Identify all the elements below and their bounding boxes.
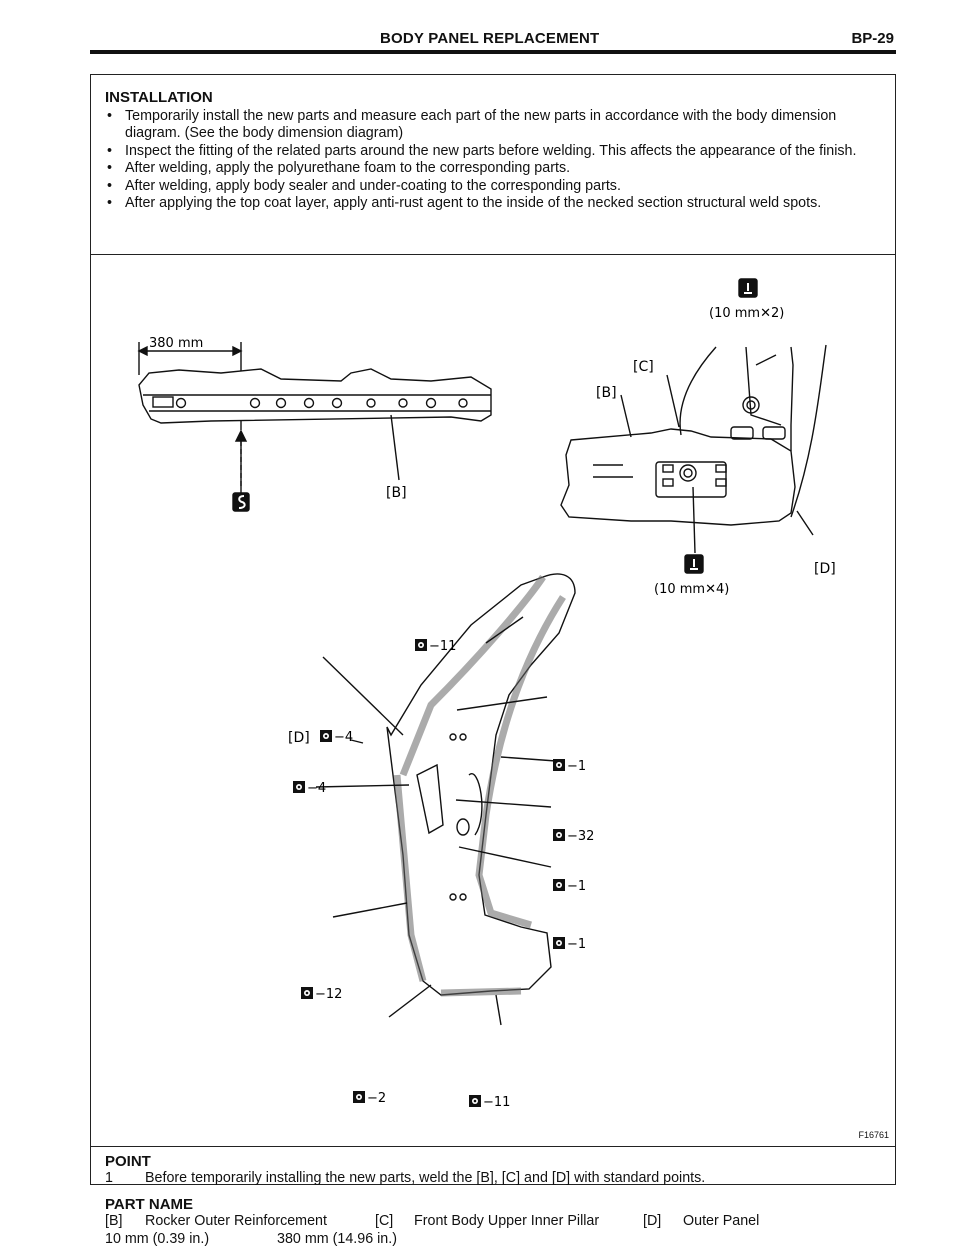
dimension-380-label: 380 mm <box>149 336 203 351</box>
part-name-c: Front Body Upper Inner Pillar <box>414 1213 600 1229</box>
part-name-d: Outer Panel <box>683 1213 760 1229</box>
spot-count-upper-left: −4 <box>334 730 353 745</box>
weld-10x4-label: (10 mm✕4) <box>654 582 729 597</box>
point-item-number: 1 <box>105 1170 113 1186</box>
spot-count-right-1b: −1 <box>567 879 586 894</box>
part-code-d: [D] <box>643 1213 662 1229</box>
part-code-c: [C] <box>375 1213 394 1229</box>
header-rule <box>90 50 896 54</box>
pillar-joint-drawing <box>560 278 827 574</box>
content-frame: INSTALLATION Temporarily install the new… <box>90 74 896 1247</box>
label-d-right: [D] <box>814 561 836 577</box>
weld-10x2-label: (10 mm✕2) <box>709 306 784 321</box>
installation-list: Temporarily install the new parts and me… <box>105 108 885 213</box>
part-name-b: Rocker Outer Reinforcement <box>145 1213 327 1229</box>
label-b-right: [B] <box>596 385 617 401</box>
spot-count-right-1a: −1 <box>567 759 586 774</box>
page-header: BODY PANEL REPLACEMENT BP-29 <box>90 28 896 54</box>
rocker-reinforcement-drawing <box>137 342 492 512</box>
spot-count-left-4: −4 <box>307 781 326 796</box>
list-item: After welding, apply the polyurethane fo… <box>105 160 885 178</box>
list-item: After welding, apply body sealer and und… <box>105 178 885 196</box>
list-item: After applying the top coat layer, apply… <box>105 195 885 213</box>
spot-count-left-12: −12 <box>315 987 342 1002</box>
installation-section: INSTALLATION Temporarily install the new… <box>91 75 895 255</box>
label-c: [C] <box>633 359 654 375</box>
body-panel-diagram: 380 mm [B] <box>137 278 836 1110</box>
spot-count-right-1c: −1 <box>567 937 586 952</box>
point-heading: POINT <box>105 1153 151 1170</box>
label-b-left: [B] <box>386 485 407 501</box>
list-item: Temporarily install the new parts and me… <box>105 108 885 143</box>
outer-panel-drawing <box>315 573 576 1026</box>
dimension-10mm: 10 mm (0.39 in.) <box>105 1231 210 1247</box>
list-item: Inspect the fitting of the related parts… <box>105 143 885 161</box>
spot-count-top: −11 <box>429 639 456 654</box>
spot-count-bottom-11: −11 <box>483 1095 510 1110</box>
point-item-text: Before temporarily installing the new pa… <box>145 1170 706 1186</box>
part-code-b: [B] <box>105 1213 123 1229</box>
spot-count-right-32: −32 <box>567 829 594 844</box>
page-number: BP-29 <box>851 30 894 47</box>
figure-id: F16761 <box>858 1130 889 1140</box>
label-d-left: [D] <box>288 730 310 746</box>
part-name-heading: PART NAME <box>105 1196 194 1213</box>
dimension-380mm: 380 mm (14.96 in.) <box>277 1231 397 1247</box>
installation-heading: INSTALLATION <box>105 89 213 106</box>
figure-section: 380 mm [B] <box>91 255 895 1147</box>
spot-count-bottom-2: −2 <box>367 1091 386 1106</box>
page-title: BODY PANEL REPLACEMENT <box>380 30 600 47</box>
